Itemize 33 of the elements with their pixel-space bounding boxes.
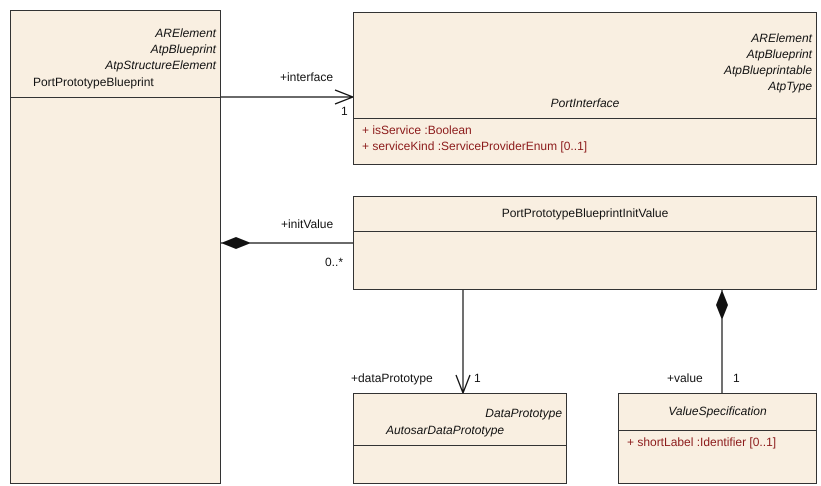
stereotype-label: AtpBlueprint xyxy=(150,41,216,57)
role-label: +interface xyxy=(279,70,334,84)
attribute-label: + isService :Boolean xyxy=(361,122,473,138)
multiplicity-label: 1 xyxy=(732,371,741,385)
attribute-label: + shortLabel :Identifier [0..1] xyxy=(626,434,778,450)
class-name: AutosarDataPrototype xyxy=(384,422,504,439)
class-box xyxy=(353,393,567,484)
class-name: PortInterface xyxy=(550,95,620,112)
stereotype-label: AtpStructureElement xyxy=(105,57,216,73)
stereotype-label: AtpBlueprintable xyxy=(724,62,812,78)
multiplicity-label: 1 xyxy=(473,371,482,385)
class-box xyxy=(353,12,817,165)
role-label: +value xyxy=(666,371,704,385)
class-box xyxy=(618,393,817,484)
stereotype-label: DataPrototype xyxy=(485,405,562,421)
class-box xyxy=(353,196,817,290)
stereotype-label: AtpType xyxy=(768,78,812,94)
association-arrow xyxy=(455,290,471,394)
class-name: PortPrototypeBlueprint xyxy=(32,74,154,91)
role-label: +dataPrototype xyxy=(350,371,434,385)
class-name: ValueSpecification xyxy=(668,403,767,420)
stereotype-label: ARElement xyxy=(751,30,812,46)
attribute-label: + serviceKind :ServiceProviderEnum [0..1] xyxy=(361,138,588,154)
composition-connector xyxy=(221,237,353,249)
stereotype-label: ARElement xyxy=(155,25,216,41)
stereotype-label: AtpBlueprint xyxy=(746,46,812,62)
composition-connector xyxy=(716,290,728,393)
association-arrow xyxy=(221,89,354,105)
role-label: +initValue xyxy=(280,217,334,231)
multiplicity-label: 0..* xyxy=(324,255,344,269)
multiplicity-label: 1 xyxy=(340,104,349,118)
class-box xyxy=(10,10,221,484)
class-name: PortPrototypeBlueprintInitValue xyxy=(502,205,668,222)
